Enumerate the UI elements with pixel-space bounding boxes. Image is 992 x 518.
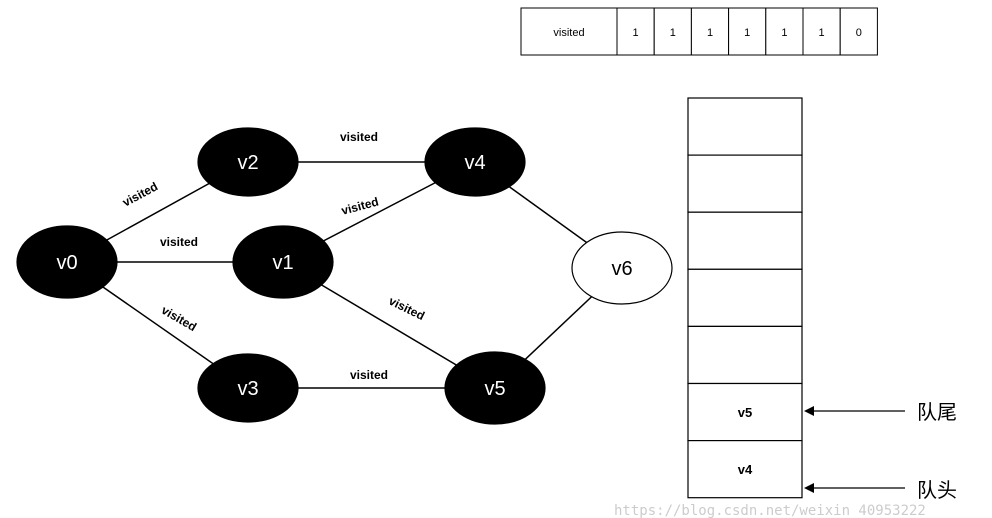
node-v0: v0 — [16, 225, 118, 299]
node-label-v2: v2 — [237, 152, 258, 174]
node-label-v1: v1 — [272, 252, 293, 274]
node-shape-v6 — [571, 231, 673, 305]
visited-cell-6 — [839, 7, 878, 56]
node-v1: v1 — [232, 225, 334, 299]
watermark: https://blog.csdn.net/weixin_40953222 — [614, 503, 926, 518]
node-label-v5: v5 — [484, 378, 505, 400]
node-label-v3: v3 — [237, 378, 258, 400]
queue-cell-3 — [687, 268, 803, 327]
queue-tail-label: 队尾 — [917, 400, 957, 424]
node-shape-v5 — [444, 351, 546, 425]
queue-cell-5 — [687, 382, 803, 442]
visited-value-3: 1 — [744, 27, 750, 39]
visited-table-header-cell — [520, 7, 618, 56]
visited-table: visited 1 1 1 1 1 1 0 — [520, 7, 878, 56]
edge-label-v1-v5: visited — [387, 294, 427, 323]
visited-cell-4 — [765, 7, 804, 56]
edge-label-v0-v2: visited — [120, 179, 160, 209]
visited-value-2: 1 — [707, 27, 713, 39]
node-v5: v5 — [444, 351, 546, 425]
node-v2: v2 — [197, 127, 299, 197]
queue-cell-2 — [687, 211, 803, 270]
edge-label-v3-v5: visited — [350, 368, 388, 382]
node-label-v4: v4 — [464, 152, 485, 174]
visited-value-4: 1 — [781, 27, 787, 39]
node-v4: v4 — [424, 127, 526, 197]
graph-nodes: v0 v1 v2 v3 v4 v5 v6 — [16, 127, 673, 425]
edge-label-v0-v1: visited — [160, 235, 198, 249]
edge-label-v2-v4: visited — [340, 130, 378, 144]
queue: v5 v4 — [687, 97, 803, 499]
visited-cell-5 — [802, 7, 841, 56]
visited-value-5: 1 — [819, 27, 825, 39]
visited-value-0: 1 — [633, 27, 639, 39]
queue-cell-4 — [687, 325, 803, 385]
node-v3: v3 — [197, 353, 299, 423]
visited-table-cells: 1 1 1 1 1 1 0 — [616, 7, 878, 56]
node-label-v6: v6 — [611, 258, 632, 280]
node-v6: v6 — [571, 231, 673, 305]
node-label-v0: v0 — [56, 252, 77, 274]
queue-head-arrow — [804, 483, 905, 493]
node-shape-v4 — [424, 127, 526, 197]
node-shape-v0 — [16, 225, 118, 299]
visited-cell-1 — [653, 7, 692, 56]
queue-cell-6 — [687, 440, 803, 499]
node-shape-v1 — [232, 225, 334, 299]
queue-cell-0 — [687, 97, 803, 156]
visited-table-header: visited — [553, 27, 584, 39]
queue-tail-arrow — [804, 406, 905, 416]
queue-item-5: v5 — [738, 405, 752, 420]
node-shape-v2 — [197, 127, 299, 197]
visited-cell-3 — [728, 7, 767, 56]
visited-value-1: 1 — [670, 27, 676, 39]
visited-cell-0 — [616, 7, 655, 56]
node-shape-v3 — [197, 353, 299, 423]
visited-value-6: 0 — [856, 27, 862, 39]
queue-item-6: v4 — [738, 462, 753, 477]
queue-head-label: 队头 — [917, 478, 957, 502]
queue-cell-1 — [687, 154, 803, 213]
